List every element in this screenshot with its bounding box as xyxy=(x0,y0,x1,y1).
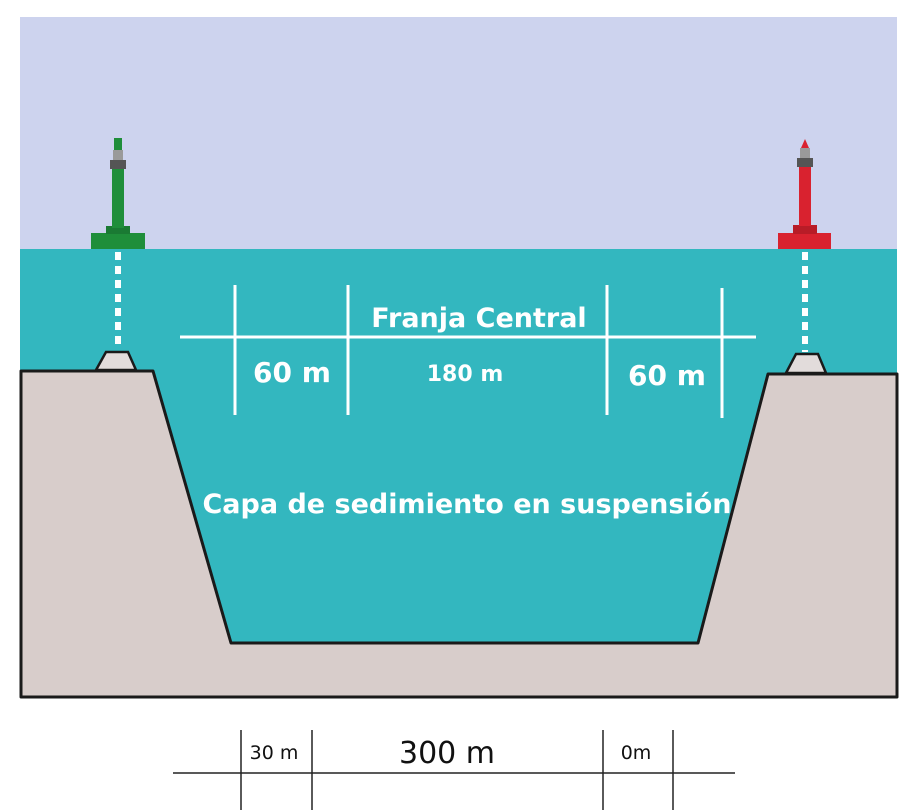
scale-left-label: 30 m xyxy=(250,742,299,764)
sediment-layer-label: Capa de sedimiento en suspensión xyxy=(202,489,731,520)
channel-ground xyxy=(19,369,899,699)
center-width-label: 180 m xyxy=(427,362,504,387)
red-beacon-icon xyxy=(778,139,831,249)
right-margin-label: 60 m xyxy=(628,359,706,392)
sky xyxy=(20,17,897,249)
left-marker-base xyxy=(93,350,138,372)
scale-bar xyxy=(173,730,735,810)
central-strip-label: Franja Central xyxy=(371,303,586,334)
scale-total-label: 300 m xyxy=(399,736,495,771)
left-margin-label: 60 m xyxy=(253,356,331,389)
green-beacon-icon xyxy=(91,138,145,249)
right-marker-base xyxy=(783,352,828,375)
scale-right-label: 0m xyxy=(621,742,652,764)
